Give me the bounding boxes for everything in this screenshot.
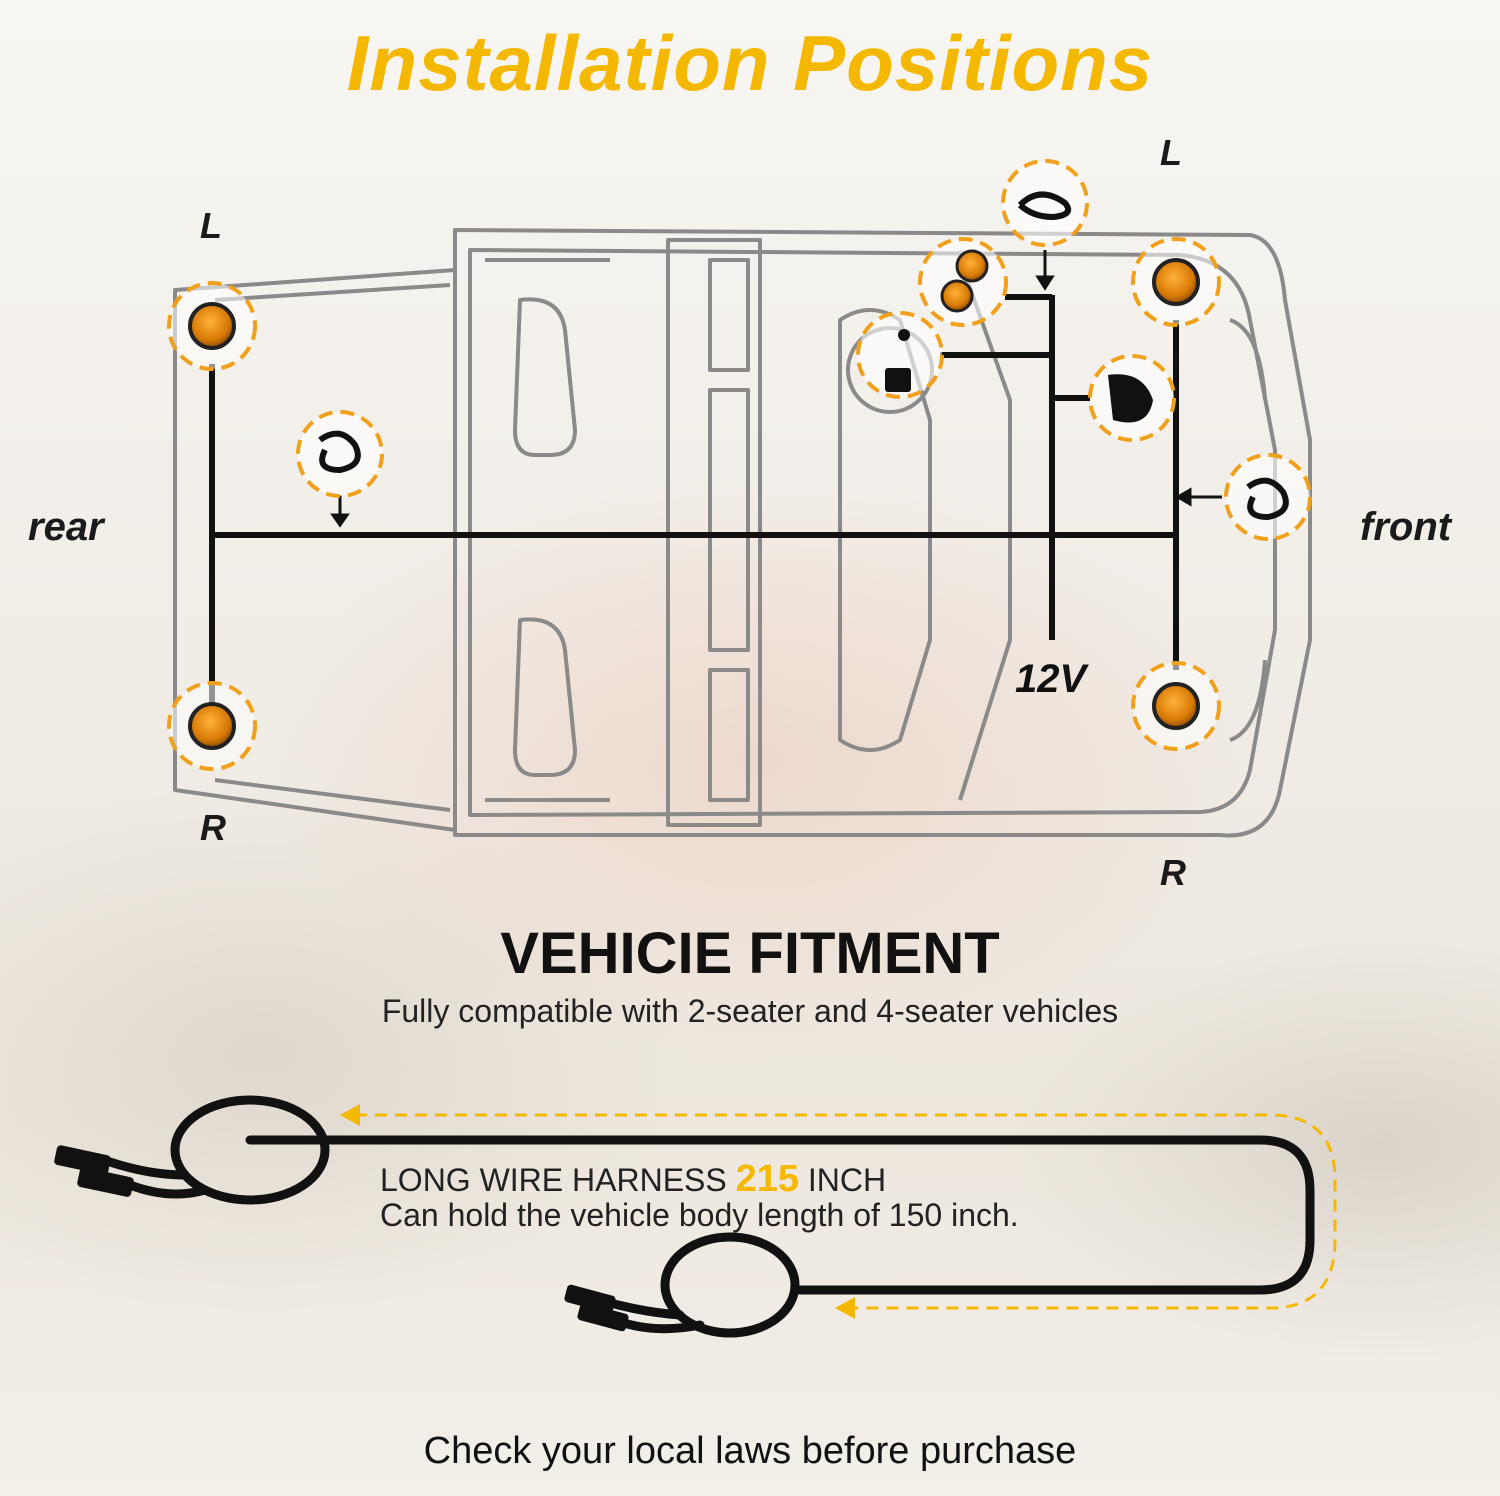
harness-suffix: INCH — [799, 1162, 887, 1198]
horn-icon — [1088, 354, 1176, 442]
harness-cable — [105, 1095, 1315, 1338]
voltage-label: 12V — [1015, 657, 1087, 701]
fitment-heading: VEHICIE FITMENT — [500, 921, 1000, 986]
arrow-icon — [835, 1297, 855, 1319]
arrow-icon — [340, 1104, 360, 1126]
harness-capacity-text: Can hold the vehicle body length of 150 … — [380, 1197, 1019, 1233]
front-label: front — [1360, 505, 1452, 549]
rear-label: rear — [28, 505, 104, 549]
harness-length-value: 215 — [735, 1158, 800, 1200]
front-right-label: R — [1160, 852, 1186, 893]
harness-prefix: LONG WIRE HARNESS — [380, 1162, 736, 1198]
wiring-harness-icon — [296, 159, 1312, 541]
switch-icon — [856, 311, 944, 399]
wiring-lines — [209, 294, 1179, 705]
connector-icon — [54, 1145, 629, 1332]
fitment-subtitle: Fully compatible with 2-seater and 4-sea… — [381, 993, 1119, 1029]
arrow-icon — [330, 250, 1222, 528]
rear-left-label: L — [200, 205, 222, 246]
rear-right-label: R — [200, 807, 226, 848]
amber-marker-light-icon — [167, 237, 1221, 771]
legal-notice: Check your local laws before purchase — [423, 1430, 1077, 1472]
harness-length-text: LONG WIRE HARNESS 215 INCH — [380, 1158, 886, 1201]
front-left-label: L — [1160, 132, 1182, 173]
page-title: Installation Positions — [346, 19, 1154, 107]
dashed-arrow-top — [355, 1113, 1337, 1310]
